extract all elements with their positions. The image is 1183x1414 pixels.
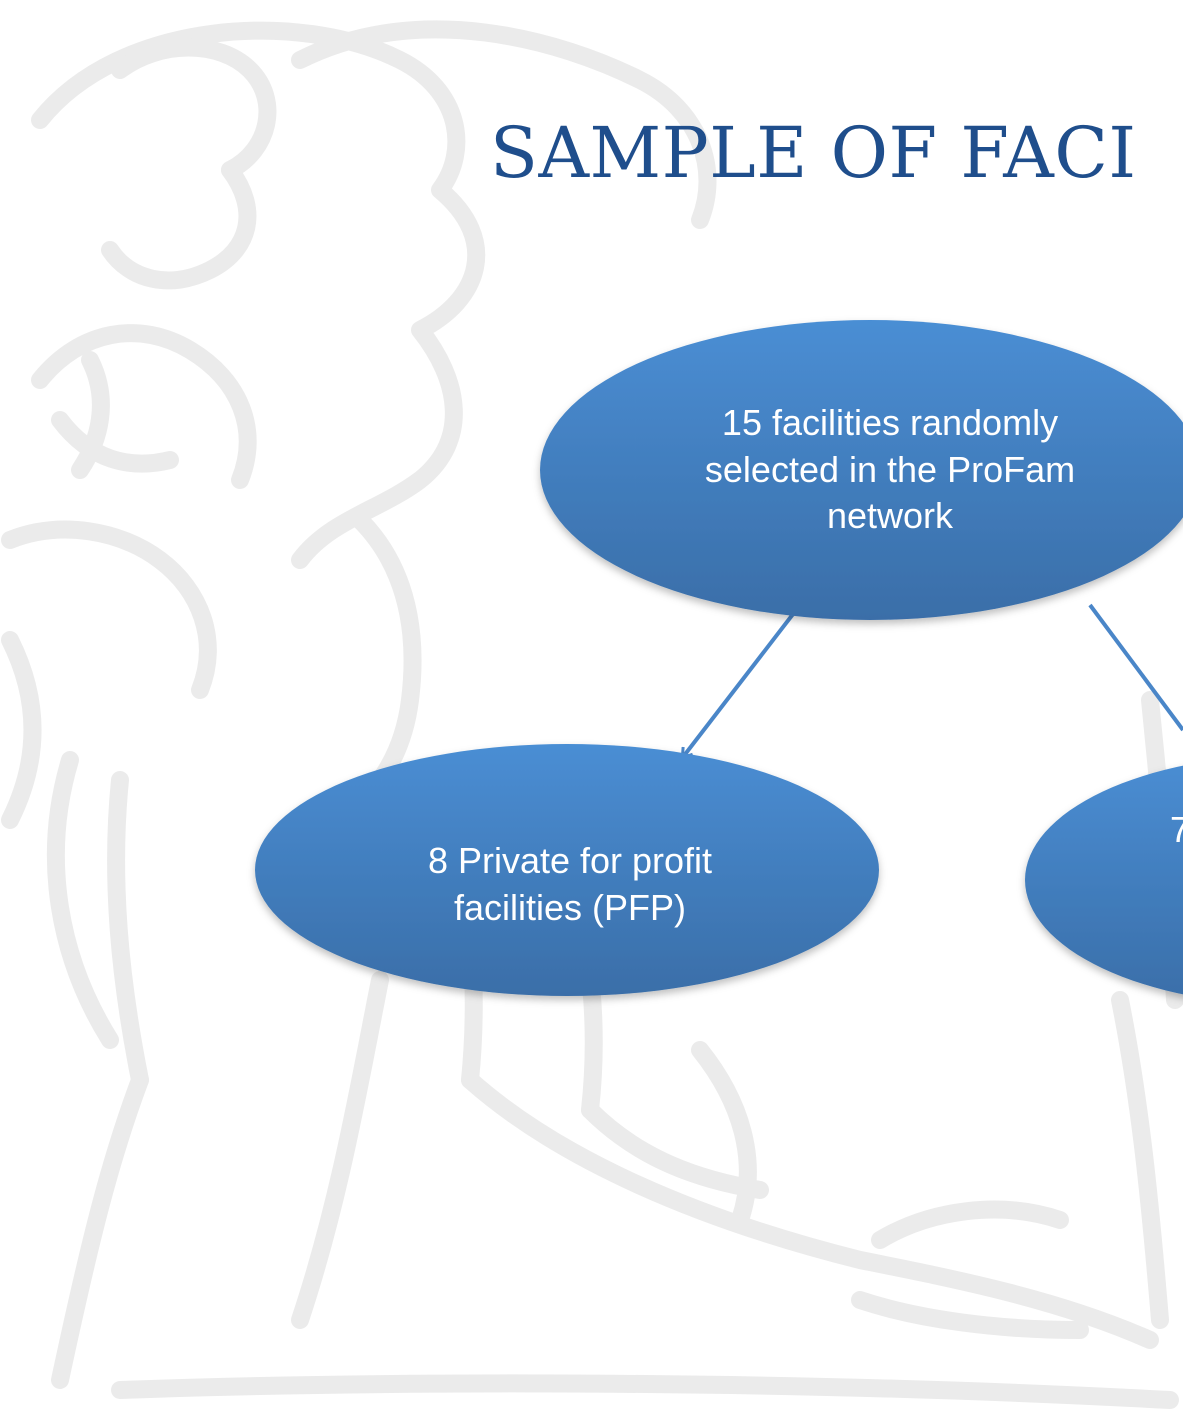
- child-node-ellipse-second: [1025, 765, 1183, 995]
- child-node-label-pfp: 8 Private for profit facilities (PFP): [330, 820, 810, 950]
- connector-arrow-left: [683, 603, 802, 757]
- root-node-label: 15 facilities randomly selected in the P…: [680, 380, 1100, 560]
- root-node-line-3: network: [826, 495, 954, 537]
- root-node-ellipse: [540, 320, 1183, 620]
- root-node-line-1: 15 facilities randomly: [721, 401, 1059, 443]
- child-node-pfp-line-1: 8 Private for profit: [427, 840, 713, 882]
- child-node-second-line-1: 7: [1170, 808, 1183, 850]
- child-node-ellipse-pfp: [255, 744, 879, 996]
- child-node-label-second: 7: [1170, 800, 1183, 860]
- root-node-line-2: selected in the ProFam: [704, 448, 1076, 490]
- slide-title: SAMPLE OF FACI: [490, 112, 1137, 194]
- child-node-pfp-line-2: facilities (PFP): [453, 887, 687, 928]
- connector-arrow-right: [1088, 603, 1183, 732]
